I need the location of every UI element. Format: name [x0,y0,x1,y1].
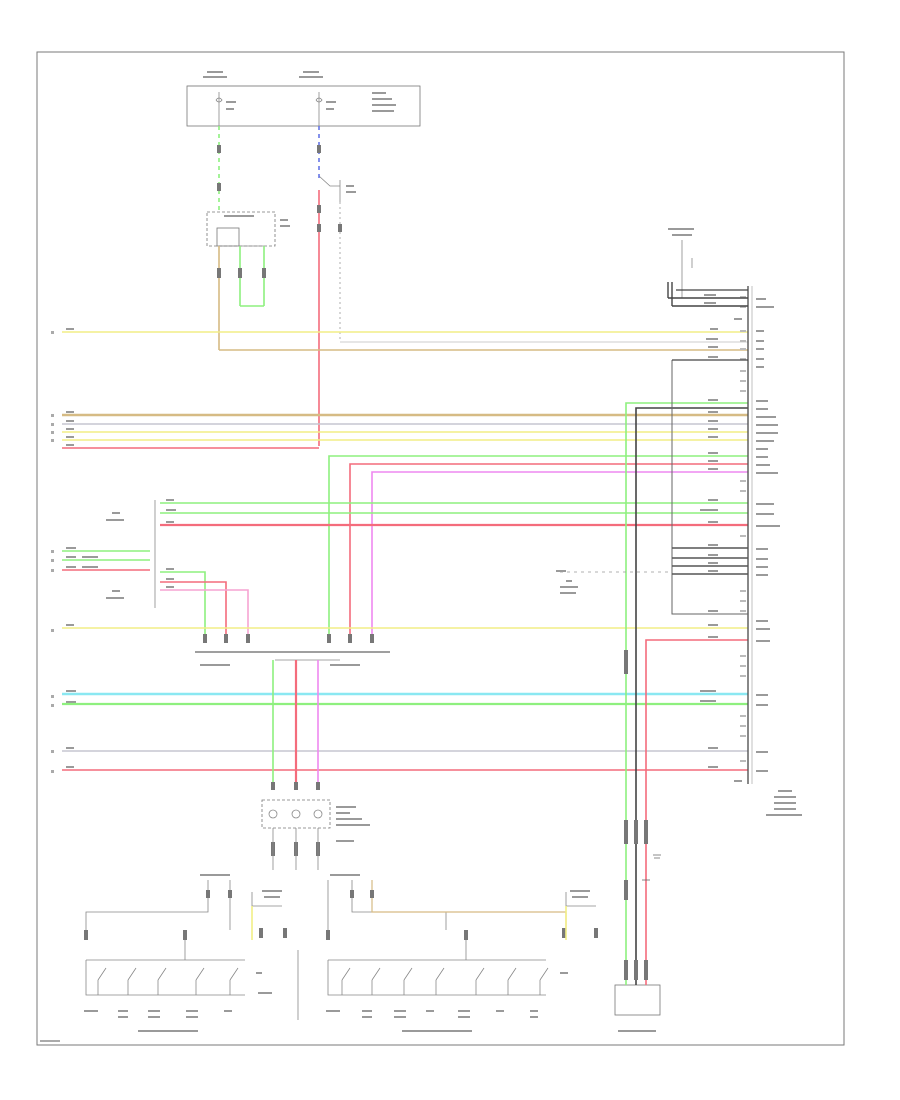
wires-left-mid [62,502,748,640]
horn-pad-left [251,890,287,974]
combination-switch [261,782,370,870]
switch-top-right [318,175,356,202]
right-bus [560,359,748,615]
ground-label-mid [556,570,578,594]
steering-switch-left [84,874,299,1032]
vertical-down-to-switch [272,660,319,790]
fuse-box-top [186,71,421,127]
connector-tick-marks [217,145,342,278]
diagram-frame [36,51,845,1046]
left-wire-labels [66,328,176,768]
horn-pad-right [562,890,598,940]
ground-symbols [642,854,661,881]
wires-to-lower-connector [328,455,748,640]
relay-box [206,211,290,247]
right-wire-labels [700,294,718,768]
microphone-box [614,984,661,1032]
microphone-tick-marks [624,650,648,980]
steering-switch-right [326,874,568,1032]
footer-mark [40,1040,60,1042]
wires-left-lower [62,627,748,771]
fuse-header-marks [203,71,396,112]
bluetooth-antenna [667,228,748,307]
wires-left-upper [62,331,748,449]
left-row-numbers [51,331,54,773]
left-bluetooth-connector [106,500,156,608]
mid-connector [195,634,390,666]
microphone-leads [625,402,748,985]
fuse-right-symbol [315,92,323,126]
bluetooth-unit-connector [734,286,802,816]
fuse-left-symbol [215,92,223,126]
